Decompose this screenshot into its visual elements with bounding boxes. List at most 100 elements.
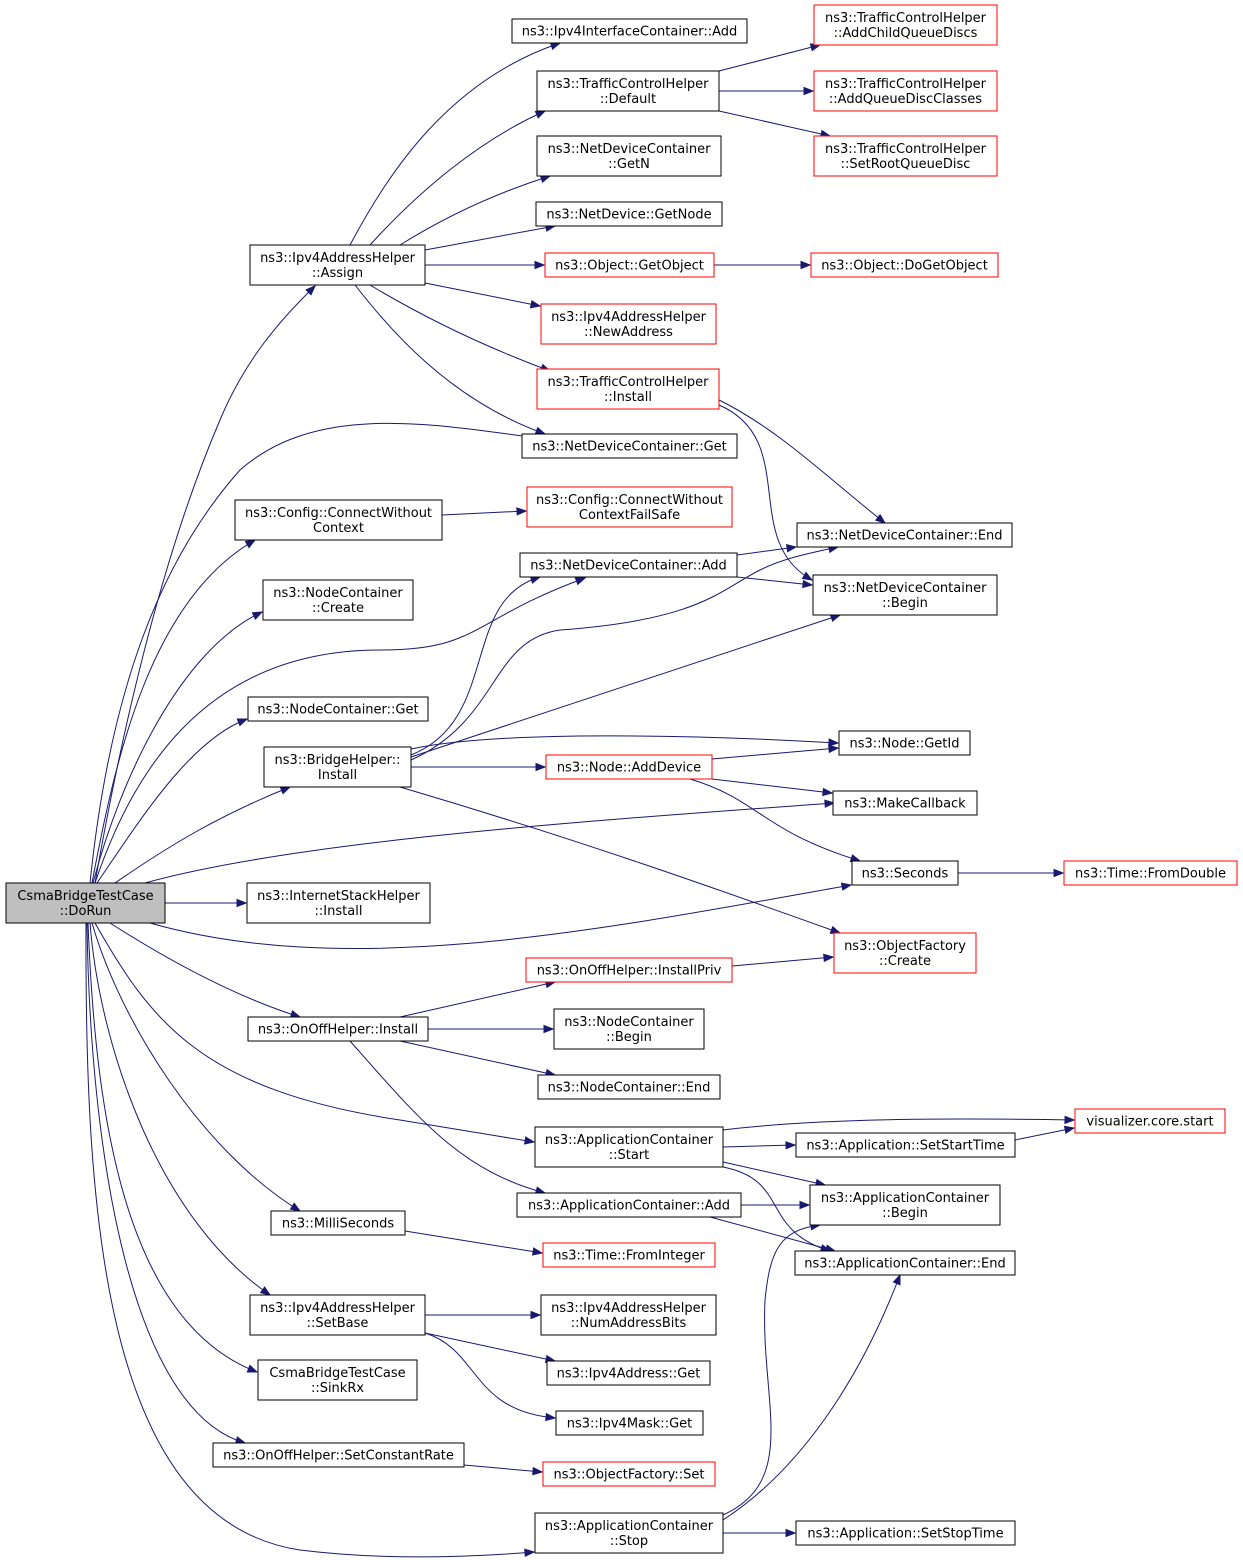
edge-line [722, 1144, 796, 1148]
node-label: ns3::NetDeviceContainer [548, 142, 712, 157]
node-nc-begin[interactable]: ns3::NodeContainer::Begin [553, 1008, 705, 1050]
node-nc-end[interactable]: ns3::NodeContainer::End [537, 1074, 721, 1100]
node-label: ns3::ApplicationContainer [545, 1519, 714, 1534]
node-ndc-add[interactable]: ns3::NetDeviceContainer::Add [519, 552, 738, 578]
node-node-getid[interactable]: ns3::Node::GetId [838, 730, 971, 756]
node-box [535, 201, 723, 227]
node-viz-start[interactable]: visualizer.core.start [1074, 1108, 1226, 1134]
node-tch-setroot[interactable]: ns3::TrafficControlHelper::SetRootQueueD… [813, 135, 998, 177]
node-label: ::AddChildQueueDiscs [834, 26, 978, 41]
call-edge-bh_install-to-ndc_add [410, 575, 542, 756]
edge-line [722, 1118, 1075, 1131]
node-milliseconds[interactable]: ns3::MilliSeconds [270, 1210, 406, 1236]
node-obj-getobject[interactable]: ns3::Object::GetObject [544, 252, 715, 278]
node-obj-dogetobject[interactable]: ns3::Object::DoGetObject [810, 252, 999, 278]
call-edge-bh_install-to-node_adddevice [411, 762, 547, 772]
arrowhead [534, 260, 546, 270]
edge-line [410, 546, 839, 761]
call-edge-node_adddevice-to-makecallback [711, 778, 834, 797]
node-ooh-installpriv[interactable]: ns3::OnOffHelper::InstallPriv [525, 957, 733, 983]
node-tch-addqdclasses[interactable]: ns3::TrafficControlHelper::AddQueueDiscC… [813, 70, 998, 112]
node-bh-install[interactable]: ns3::BridgeHelper::Install [263, 746, 412, 788]
node-ipv4ah-numaddrbits[interactable]: ns3::Ipv4AddressHelper::NumAddressBits [540, 1294, 717, 1336]
call-edge-root-to-makecallback [144, 799, 836, 884]
node-app-setstarttime[interactable]: ns3::Application::SetStartTime [795, 1132, 1016, 1158]
node-box [526, 486, 733, 528]
arrowhead [516, 507, 528, 516]
arrowhead [823, 953, 835, 963]
arrowhead [549, 42, 562, 51]
node-ipv4addr-get[interactable]: ns3::Ipv4Address::Get [546, 1360, 711, 1386]
edge-line [89, 922, 271, 1296]
node-box [813, 4, 998, 46]
node-tch-addchild[interactable]: ns3::TrafficControlHelper::AddChildQueue… [813, 4, 998, 46]
node-box [809, 1184, 1001, 1226]
node-label: ::NewAddress [584, 325, 673, 340]
node-csma-sinkrx[interactable]: CsmaBridgeTestCase::SinkRx [257, 1359, 418, 1401]
node-label: ::SinkRx [311, 1381, 364, 1396]
node-seconds[interactable]: ns3::Seconds [851, 860, 959, 886]
node-label: ns3::NetDevice::GetNode [546, 208, 711, 223]
node-ac-add[interactable]: ns3::ApplicationContainer::Add [516, 1192, 742, 1218]
node-nc-get[interactable]: ns3::NodeContainer::Get [247, 696, 429, 722]
arrowhead [785, 1528, 797, 1538]
node-ac-end[interactable]: ns3::ApplicationContainer::End [794, 1250, 1016, 1276]
call-edge-root-to-milliseconds [91, 922, 302, 1212]
node-tch-install[interactable]: ns3::TrafficControlHelper::Install [536, 368, 720, 410]
arrowhead [244, 539, 257, 549]
node-node-adddevice[interactable]: ns3::Node::AddDevice [545, 754, 713, 780]
edge-line [91, 922, 301, 1212]
call-edge-ooh_installpriv-to-of_create [731, 953, 835, 967]
node-ndc-begin[interactable]: ns3::NetDeviceContainer::Begin [812, 574, 998, 616]
call-edge-ndc_add-to-ndc_end [736, 544, 798, 556]
arrowhead [824, 799, 836, 808]
edge-line [349, 42, 561, 246]
node-ooh-install[interactable]: ns3::OnOffHelper::Install [247, 1016, 429, 1042]
node-ooh-setconstrate[interactable]: ns3::OnOffHelper::SetConstantRate [212, 1442, 465, 1468]
node-time-fromdouble[interactable]: ns3::Time::FromDouble [1063, 860, 1238, 886]
node-ac-stop[interactable]: ns3::ApplicationContainer::Stop [534, 1512, 724, 1554]
node-nc-create[interactable]: ns3::NodeContainer::Create [262, 579, 414, 621]
node-box [1074, 1108, 1226, 1134]
node-ipv4ic-add[interactable]: ns3::Ipv4InterfaceContainer::Add [511, 18, 748, 44]
node-makecallback[interactable]: ns3::MakeCallback [832, 790, 978, 816]
node-nd-getnode[interactable]: ns3::NetDevice::GetNode [535, 201, 723, 227]
arrowhead [828, 744, 840, 754]
node-tch-default[interactable]: ns3::TrafficControlHelper::Default [536, 70, 720, 112]
node-box [810, 252, 999, 278]
node-box [540, 303, 717, 345]
call-edge-ac_start-to-viz_start [722, 1115, 1076, 1131]
node-time-frominteger[interactable]: ns3::Time::FromInteger [542, 1242, 716, 1268]
node-label: ns3::MilliSeconds [282, 1217, 395, 1232]
node-ac-start[interactable]: ns3::ApplicationContainer::Start [534, 1126, 724, 1168]
node-ipv4ah-newaddress[interactable]: ns3::Ipv4AddressHelper::NewAddress [540, 303, 717, 345]
arrowhead [534, 110, 547, 119]
node-box [851, 860, 959, 886]
node-box [813, 135, 998, 177]
edge-line [399, 175, 551, 246]
node-label: Context [313, 521, 364, 536]
node-label: ns3::ApplicationContainer [545, 1133, 714, 1148]
node-label: ::NumAddressBits [571, 1316, 687, 1331]
node-of-create[interactable]: ns3::ObjectFactory::Create [833, 932, 977, 974]
call-edge-root-to-nc_create [92, 611, 264, 884]
node-ipv4ah-assign[interactable]: ns3::Ipv4AddressHelper::Assign [249, 244, 426, 286]
node-ish-install[interactable]: ns3::InternetStackHelper::Install [246, 882, 431, 924]
node-cfg-connectwcfs[interactable]: ns3::Config::ConnectWithoutContextFailSa… [526, 486, 733, 528]
node-ndc-get[interactable]: ns3::NetDeviceContainer::Get [521, 433, 738, 459]
node-ipv4mask-get[interactable]: ns3::Ipv4Mask::Get [555, 1410, 704, 1436]
node-of-set[interactable]: ns3::ObjectFactory::Set [542, 1461, 716, 1487]
edge-line [441, 510, 527, 516]
node-ipv4ah-setbase[interactable]: ns3::Ipv4AddressHelper::SetBase [249, 1294, 426, 1336]
node-app-setstoptime[interactable]: ns3::Application::SetStopTime [795, 1520, 1016, 1546]
call-edge-milliseconds-to-time_frominteger [404, 1230, 544, 1256]
arrowhead [802, 579, 814, 589]
edge-line [349, 1040, 546, 1194]
node-ndc-getn[interactable]: ns3::NetDeviceContainer::GetN [536, 135, 722, 177]
node-ac-begin[interactable]: ns3::ApplicationContainer::Begin [809, 1184, 1001, 1226]
node-ndc-end[interactable]: ns3::NetDeviceContainer::End [796, 522, 1013, 548]
node-box [546, 1360, 711, 1386]
node-box [795, 1132, 1016, 1158]
